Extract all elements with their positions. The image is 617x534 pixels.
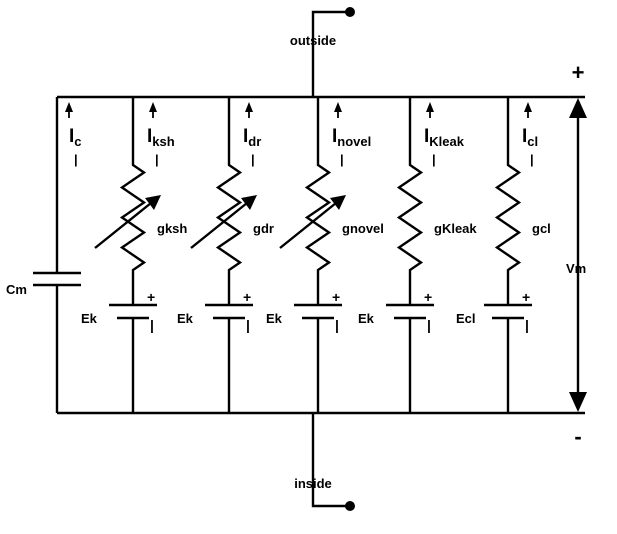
current-arrow-icon <box>426 102 434 112</box>
branch-gksh: Iksh | gksh + | Ek <box>81 97 187 413</box>
current-label-novel: Inovel | <box>332 102 371 167</box>
current-arrow-icon <box>334 102 342 112</box>
battery-plus-sign: + <box>147 289 155 305</box>
current-label-ksh: Iksh | <box>147 102 175 167</box>
battery-minus-sign: | <box>246 317 250 333</box>
arrow-down-icon <box>569 392 587 412</box>
conductance-label: gnovel <box>342 221 384 236</box>
battery-label: Ek <box>81 311 98 326</box>
current-tick: | <box>340 152 344 167</box>
current-label-cl: Icl | <box>522 102 538 167</box>
battery-minus-sign: | <box>525 317 529 333</box>
voltage-label: Vm <box>566 261 586 276</box>
battery-label: Ek <box>358 311 375 326</box>
current-arrow-icon <box>524 102 532 112</box>
battery-minus-sign: | <box>150 317 154 333</box>
battery-plus-sign: + <box>522 289 530 305</box>
current-text: Idr <box>243 126 261 149</box>
battery-label: Ek <box>266 311 283 326</box>
polarity-minus: - <box>574 424 581 449</box>
capacitor-current-label: Ic | <box>65 102 82 167</box>
current-tick: | <box>432 152 436 167</box>
conductance-label: gKleak <box>434 221 477 236</box>
current-arrow-icon <box>245 102 253 112</box>
resistor-gnovel <box>304 97 332 305</box>
current-label-Kleak: IKleak | <box>424 102 465 167</box>
battery-plus-sign: + <box>243 289 251 305</box>
svg-text:|: | <box>74 152 78 167</box>
arrow-up-icon <box>569 98 587 118</box>
branch-gKleak: IKleak | gKleak + | Ek <box>358 97 477 413</box>
resistor-gKleak <box>396 97 424 305</box>
current-tick: | <box>530 152 534 167</box>
current-arrow-icon <box>149 102 157 112</box>
resistor-gcl <box>494 97 522 305</box>
battery-label: Ecl <box>456 311 476 326</box>
polarity-plus: + <box>572 60 585 85</box>
conductance-label: gdr <box>253 221 274 236</box>
ion-channel-branches: Iksh | gksh + | Ek Idr | gdr + | Ek Inovel | gnovel + | E… <box>81 97 551 413</box>
arrowhead-icon <box>241 195 257 210</box>
arrowhead-icon <box>145 195 161 210</box>
outside-terminal <box>311 7 355 97</box>
branch-gcl: Icl | gcl + | Ecl <box>456 97 551 413</box>
svg-text:Ic: Ic <box>69 126 82 149</box>
branch-gdr: Idr | gdr + | Ek <box>177 97 274 413</box>
variable-arrow-line <box>190 202 248 249</box>
current-label-dr: Idr | <box>243 102 261 167</box>
variable-arrow-line <box>279 202 337 249</box>
current-tick: | <box>155 152 159 167</box>
battery-minus-sign: | <box>335 317 339 333</box>
battery-minus-sign: | <box>427 317 431 333</box>
current-text: Inovel <box>332 126 371 149</box>
variable-arrow-line <box>94 202 152 249</box>
capacitor-branch <box>33 97 81 413</box>
resistor-gksh <box>119 97 147 305</box>
conductance-label: gcl <box>532 221 551 236</box>
capacitor-label: Cm <box>6 282 27 297</box>
resistor-gdr <box>215 97 243 305</box>
voltage-indicator <box>569 98 587 412</box>
arrowhead-icon <box>330 195 346 210</box>
current-tick: | <box>251 152 255 167</box>
conductance-label: gksh <box>157 221 187 236</box>
branch-gnovel: Inovel | gnovel + | Ek <box>266 97 384 413</box>
inside-label: inside <box>294 476 332 491</box>
current-text: Iksh <box>147 126 175 149</box>
outside-label: outside <box>290 33 336 48</box>
battery-plus-sign: + <box>424 289 432 305</box>
inside-terminal <box>311 413 355 511</box>
battery-plus-sign: + <box>332 289 340 305</box>
current-text: Icl <box>522 126 538 149</box>
battery-label: Ek <box>177 311 194 326</box>
current-arrow-icon <box>65 102 73 112</box>
current-text: IKleak <box>424 126 465 149</box>
